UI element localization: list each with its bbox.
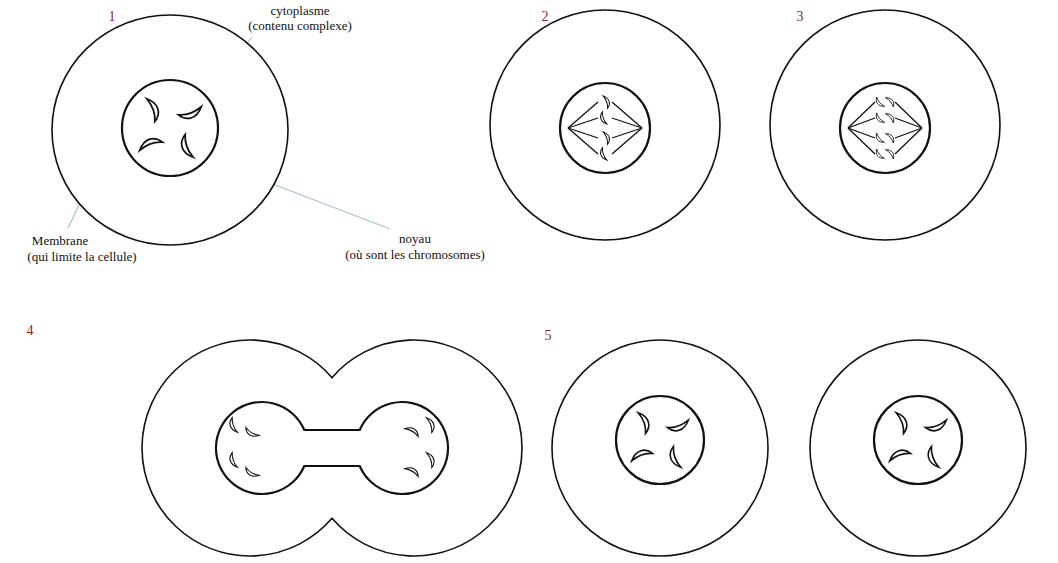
chromatid	[876, 113, 884, 122]
chromosome	[667, 446, 687, 467]
chromosome	[423, 453, 437, 468]
nucleus	[122, 80, 218, 176]
chromatid	[886, 114, 894, 123]
chromatid	[886, 98, 894, 107]
chromatid	[876, 149, 884, 158]
chromosome	[632, 447, 653, 467]
chromosome	[423, 418, 437, 433]
nucleus	[616, 396, 704, 484]
nucleus	[874, 396, 962, 484]
callout-label: (qui limite la cellule)	[27, 249, 136, 264]
callout-label: cytoplasme	[270, 3, 329, 18]
chromosome	[405, 465, 419, 480]
stage-number: 3	[797, 9, 804, 24]
chromatid	[886, 150, 894, 159]
stage-number: 1	[109, 9, 116, 24]
callout-label: noyau	[399, 231, 431, 246]
chromosome	[890, 413, 910, 434]
chromosome	[245, 464, 259, 479]
cell-membrane	[770, 10, 1000, 240]
cell-membrane	[52, 15, 288, 245]
callout-label: Membrane	[32, 233, 88, 248]
chromosome	[890, 447, 911, 467]
stage-number: 4	[27, 323, 34, 338]
chromatid	[876, 97, 884, 106]
chromatid	[886, 134, 894, 143]
callout-label: (contenu complexe)	[248, 18, 352, 33]
leader-line	[68, 203, 80, 228]
chromosome	[667, 414, 688, 434]
chromosome	[600, 132, 612, 145]
chromosome	[228, 417, 242, 432]
chromosome	[600, 96, 612, 109]
chromosome	[925, 414, 946, 434]
spindle	[568, 102, 642, 154]
cell-membrane	[552, 340, 768, 556]
dividing-cell	[142, 340, 522, 556]
nucleus	[840, 83, 930, 173]
chromosome	[228, 452, 242, 467]
callout-label: (où sont les chromosomes)	[345, 247, 485, 262]
chromosome	[632, 413, 652, 434]
cell-membrane	[490, 10, 720, 240]
spindle	[848, 102, 922, 154]
chromatid	[876, 133, 884, 142]
chromosome	[140, 135, 163, 157]
chromosome	[178, 134, 200, 157]
chromosome	[245, 424, 259, 439]
nucleus	[216, 402, 448, 494]
cell-membrane	[810, 340, 1026, 556]
stage-number: 5	[545, 328, 552, 343]
chromosome	[178, 100, 201, 122]
chromosome	[598, 112, 610, 125]
chromosome	[405, 425, 419, 440]
chromosome	[598, 148, 610, 161]
chromosome	[140, 99, 162, 122]
stage-number: 2	[542, 9, 549, 24]
nucleus	[560, 83, 650, 173]
chromosome	[925, 446, 945, 467]
